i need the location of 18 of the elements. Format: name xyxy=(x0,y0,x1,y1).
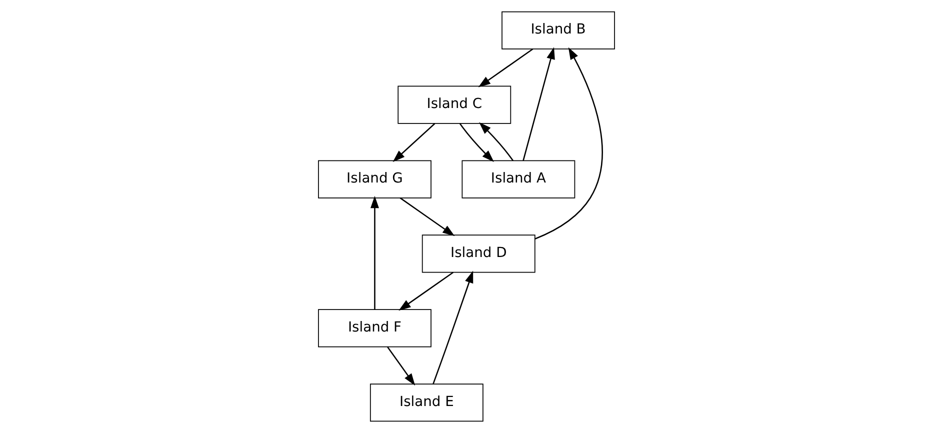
arrow xyxy=(459,123,494,162)
node-box: Island C xyxy=(398,86,512,124)
arrow xyxy=(392,123,436,162)
arrow xyxy=(479,122,514,162)
arrow xyxy=(522,47,555,161)
node-box: Island E xyxy=(370,384,484,422)
arrow xyxy=(387,346,416,386)
node-box: Island G xyxy=(318,160,432,198)
arrow xyxy=(432,270,474,384)
arrow xyxy=(400,197,455,236)
arrow xyxy=(534,47,603,240)
arrow xyxy=(398,272,454,311)
node-box: Island D xyxy=(422,234,536,273)
arrow xyxy=(370,196,379,310)
node-box: Island B xyxy=(502,11,615,50)
node-box: Island A xyxy=(462,160,576,198)
node-box: Island F xyxy=(318,309,432,348)
arrow xyxy=(478,48,534,88)
